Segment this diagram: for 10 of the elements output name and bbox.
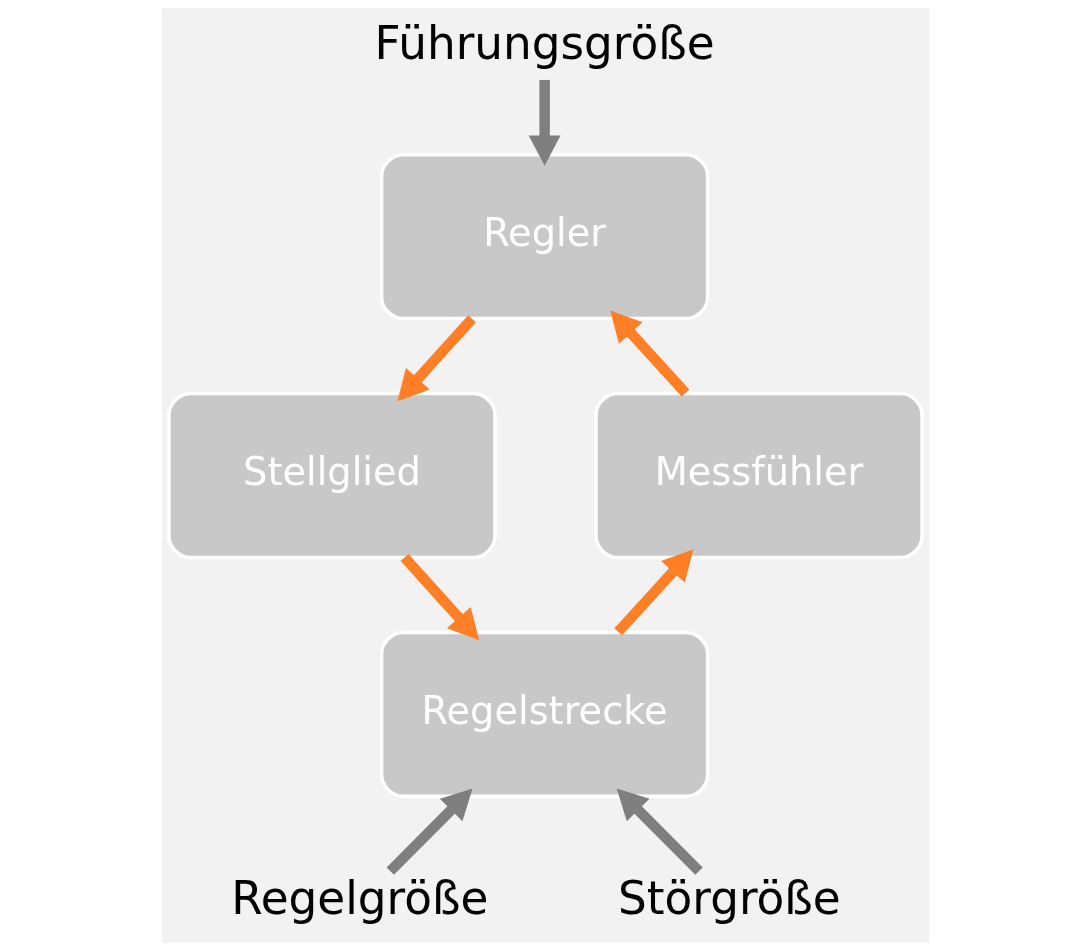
arrow — [397, 315, 476, 402]
arrow — [616, 788, 703, 875]
node-text: Führungsgröße — [374, 16, 715, 70]
arrow — [386, 788, 473, 875]
arrow — [400, 554, 480, 641]
arrow — [528, 79, 561, 166]
node-text: Regelgröße — [231, 872, 489, 926]
arrow — [610, 310, 690, 397]
arrow — [614, 549, 694, 636]
node-text: Störgröße — [618, 872, 841, 926]
